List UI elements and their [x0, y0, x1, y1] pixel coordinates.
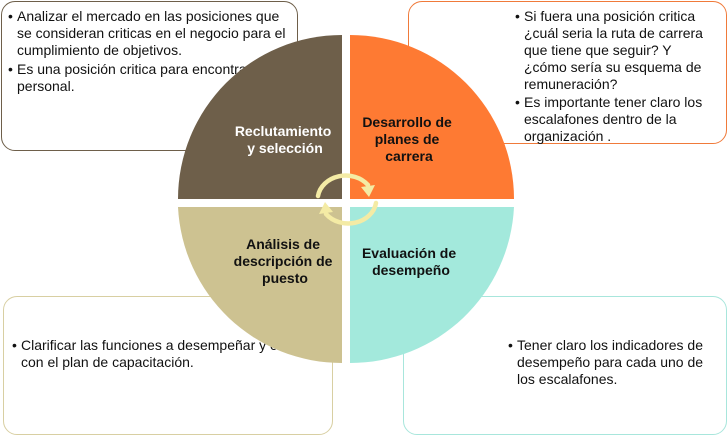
callout-item: Tener claro los indicadores de desempeño… [508, 337, 716, 388]
quadrant-reclutamiento [178, 35, 342, 199]
quadrant-evaluacion [350, 207, 514, 364]
callout-item: Si fuera una posición critica ¿cuál seri… [515, 8, 718, 93]
quadrant-label-reclutamiento: Reclutamiento y selección [235, 123, 335, 156]
quadrant-label-analisis: Análisis de descripción de puesto [234, 236, 337, 286]
quadrant-desarrollo [350, 35, 514, 199]
quadrant-label-evaluacion: Evaluación de desempeño [362, 245, 460, 278]
cycle-arrows-icon [315, 173, 379, 226]
quadrant-analisis [178, 207, 342, 364]
quadrant-label-desarrollo: Desarrollo de planes de carrera [362, 114, 455, 164]
callout-item: Es una posición critica para encontrar p… [8, 61, 289, 95]
callout-item: Es importante tener claro los escalafone… [515, 94, 718, 145]
callout-item: Analizar el mercado en las posiciones qu… [8, 8, 289, 59]
callout-item: Clarificar las funciones a desempeñar y … [12, 337, 324, 371]
callout-desarrollo: Si fuera una posición critica ¿cuál seri… [408, 1, 727, 144]
